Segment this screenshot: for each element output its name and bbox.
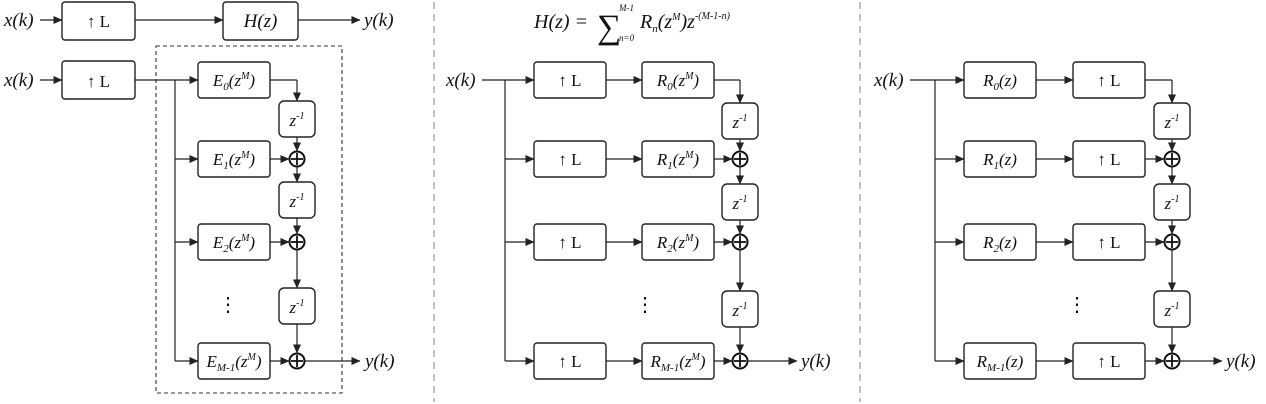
input-label: x(k): [445, 70, 476, 91]
summing-junction: [288, 150, 306, 168]
upsampler-label: ↑ L: [558, 150, 581, 169]
upsampler-label: ↑ L: [87, 12, 110, 31]
delay-label: z-1: [289, 298, 305, 317]
panel-2-upsample-first: H(z) = ∑ M-1 n=0 Rn(zM)z-(M-1-n) x(k) ↑ …: [445, 3, 831, 380]
summing-junction: [731, 150, 749, 168]
delay-label: z-1: [1164, 194, 1180, 213]
upsampler-label: ↑ L: [1097, 71, 1120, 90]
upsampler-label: ↑ L: [1097, 150, 1120, 169]
output-label: y(k): [799, 351, 831, 372]
upsampler-label: ↑ L: [87, 72, 110, 91]
svg-text:Rn(zM)z-(M-1-n): Rn(zM)z-(M-1-n): [639, 11, 731, 35]
polyphase-e2-label: E2(zM): [212, 233, 256, 255]
polyphase-r1-label: R1(z): [982, 150, 1017, 172]
svg-text:n=0: n=0: [619, 33, 635, 43]
upsampler-label: ↑ L: [558, 352, 581, 371]
output-label: y(k): [363, 351, 395, 372]
polyphase-rlast-label: RM-1(zM): [649, 352, 705, 374]
summing-junction: [288, 233, 306, 251]
summing-junction: [731, 352, 749, 370]
output-label: y(k): [1224, 351, 1256, 372]
filter-hz-label: H(z): [243, 11, 278, 32]
ellipsis: ⋮: [635, 294, 655, 316]
polyphase-r0-label: R0(zM): [656, 71, 700, 93]
panel-3-filter-first: x(k) R0(z) R1(z) R2(z) RM-1(z) ↑ L ↑ L ↑…: [873, 61, 1256, 380]
svg-text:∑: ∑: [597, 9, 621, 46]
input-label: x(k): [3, 70, 34, 91]
delay-label: z-1: [1164, 113, 1180, 132]
summing-junction: [731, 233, 749, 251]
svg-text:H(z) =: H(z) =: [533, 11, 588, 33]
summing-junction: [288, 352, 306, 370]
upsampler-label: ↑ L: [1097, 352, 1120, 371]
input-label: x(k): [3, 10, 34, 31]
upsampler-block: [61, 1, 136, 41]
polyphase-r0-label: R0(z): [982, 71, 1017, 93]
polyphase-formula: H(z) = ∑ M-1 n=0 Rn(zM)z-(M-1-n): [533, 3, 731, 46]
upsampler-label: ↑ L: [1097, 233, 1120, 252]
delay-label: z-1: [732, 194, 748, 213]
polyphase-e1-label: E1(zM): [212, 150, 256, 172]
delay-label: z-1: [732, 301, 748, 320]
polyphase-elast-label: EM-1(zM): [205, 352, 261, 374]
polyphase-e0-label: E0(zM): [212, 71, 256, 93]
svg-text:M-1: M-1: [618, 3, 634, 13]
delay-label: z-1: [289, 111, 305, 130]
polyphase-r2-label: R2(zM): [656, 233, 700, 255]
panel-1-direct-and-polyphase: x(k) ↑ L H(z) y(k) x(k) ↑ L E0(zM) E1(zM…: [3, 1, 395, 394]
polyphase-r2-label: R2(z): [982, 233, 1017, 255]
delay-label: z-1: [732, 113, 748, 132]
summing-junction: [1163, 352, 1181, 370]
ellipsis: ⋮: [218, 294, 238, 316]
summing-junction: [1163, 150, 1181, 168]
ellipsis: ⋮: [1067, 294, 1087, 316]
polyphase-r1-label: R1(zM): [656, 150, 700, 172]
summing-junction: [1163, 233, 1181, 251]
output-label: y(k): [362, 10, 394, 31]
input-label: x(k): [873, 70, 904, 91]
upsampler-label: ↑ L: [558, 71, 581, 90]
upsampler-label: ↑ L: [558, 233, 581, 252]
delay-label: z-1: [1164, 301, 1180, 320]
filter-hz-block: [222, 1, 299, 41]
polyphase-enclosure: [155, 45, 343, 394]
polyphase-rlast-label: RM-1(z): [976, 352, 1024, 374]
delay-label: z-1: [289, 192, 305, 211]
